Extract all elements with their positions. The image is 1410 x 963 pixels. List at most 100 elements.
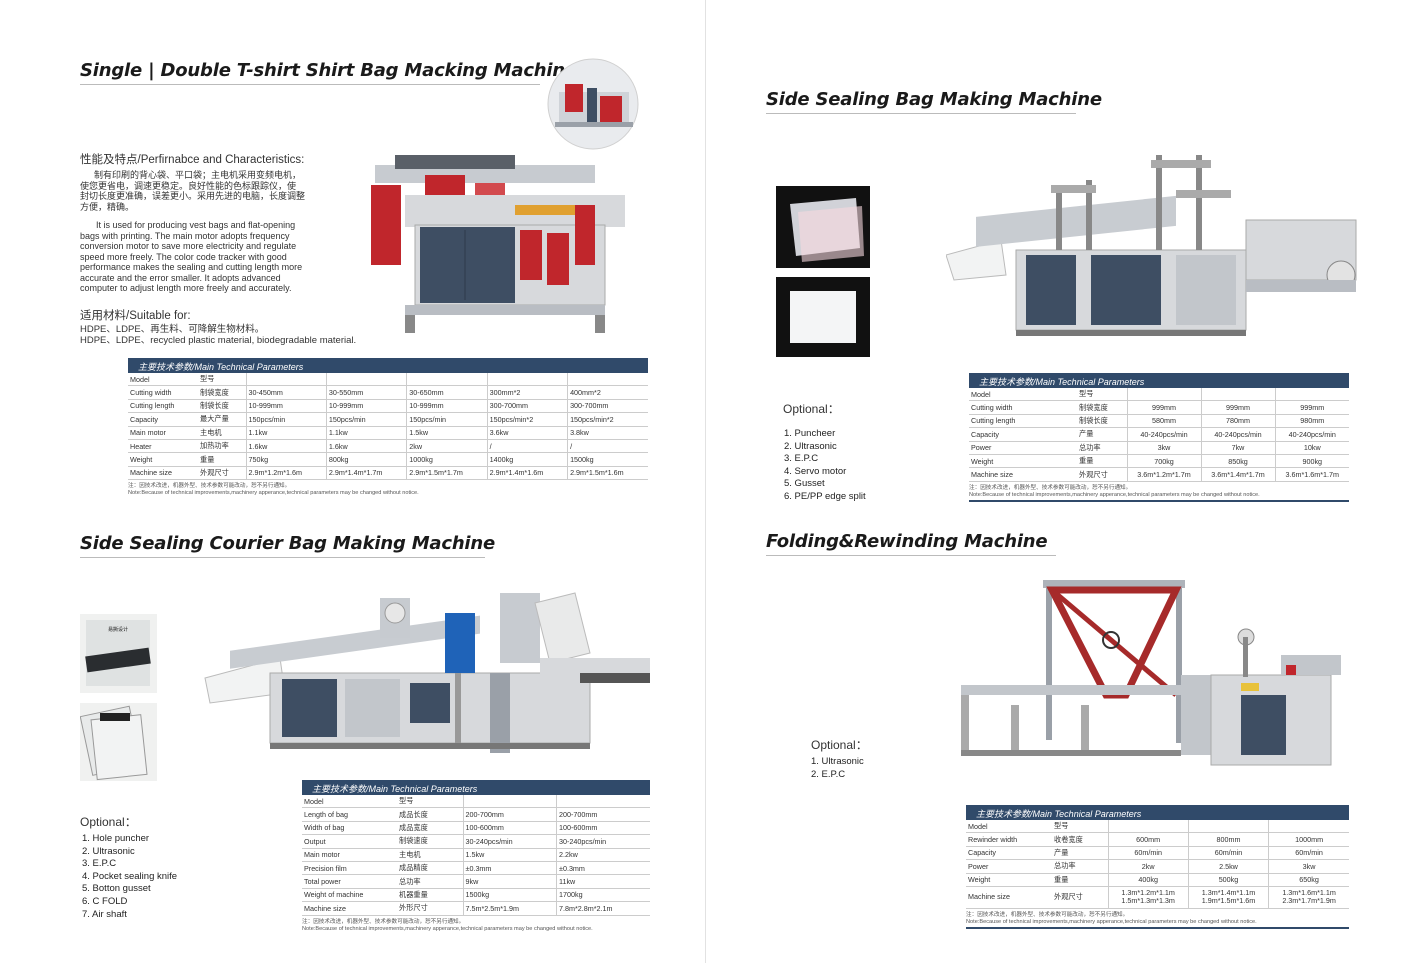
table-cell: 2kw bbox=[1107, 859, 1189, 874]
side-bag-photo-1 bbox=[776, 186, 870, 268]
table-cell: Cutting length bbox=[969, 414, 1077, 429]
table-cell: 150pcs/min bbox=[325, 412, 407, 427]
table-cell: 制袋宽度 bbox=[1077, 400, 1127, 415]
side-optional-title: Optional： bbox=[783, 402, 840, 416]
courier-optional-title: Optional： bbox=[80, 815, 137, 829]
table-cell: 3kw bbox=[1268, 859, 1349, 874]
table-cell: 40-240pcs/min bbox=[1200, 427, 1275, 442]
tshirt-note-en: Note:Because of technical improvements,m… bbox=[128, 490, 419, 497]
table-cell: 7kw bbox=[1200, 441, 1275, 455]
table-cell: Weight bbox=[969, 454, 1077, 469]
table-cell: Cutting width bbox=[128, 385, 198, 400]
table-cell: 成品宽度 bbox=[397, 821, 463, 836]
tshirt-title: Single | Double T-shirt Shirt Bag Mackin… bbox=[80, 60, 578, 81]
table-cell: Weight bbox=[966, 873, 1052, 887]
table-cell: 外观尺寸 bbox=[198, 466, 246, 481]
table-cell: Power bbox=[969, 441, 1077, 455]
table-cell bbox=[245, 373, 327, 387]
table-cell: 1.6kw bbox=[245, 439, 327, 454]
table-cell: 2.9m*1.4m*1.6m bbox=[486, 466, 568, 481]
table-cell: 150pcs/min bbox=[245, 412, 327, 427]
table-cell: 150pcs/min*2 bbox=[486, 412, 568, 427]
side-title-rule bbox=[766, 113, 1076, 114]
table-cell bbox=[1107, 820, 1189, 834]
table-cell: Power bbox=[966, 859, 1052, 874]
table-cell: Model bbox=[128, 373, 198, 387]
table-cell: 750kg bbox=[245, 452, 327, 467]
optional-item: 3. E.P.C bbox=[82, 858, 117, 870]
table-cell: 1.6kw bbox=[325, 439, 407, 454]
table-cell: 1400kg bbox=[486, 452, 568, 467]
side-machine-photo bbox=[945, 150, 1371, 350]
courier-thumb-label: 易撕设计 bbox=[108, 627, 129, 633]
table-cell: 1.1kw bbox=[325, 426, 407, 440]
table-cell: 1000mm bbox=[1268, 832, 1349, 847]
optional-item: 5. Botton gusset bbox=[82, 883, 151, 895]
en-line: computer to adjust length more freely an… bbox=[80, 283, 292, 293]
table-cell: Weight of machine bbox=[302, 888, 397, 903]
table-cell: Machine size bbox=[966, 886, 1052, 909]
table-cell: 200-700mm bbox=[556, 807, 650, 822]
table-cell: 重量 bbox=[1052, 873, 1108, 887]
table-cell: Cutting width bbox=[969, 400, 1077, 415]
folding-title-rule bbox=[766, 555, 1056, 556]
courier-machine-photo bbox=[200, 583, 660, 758]
en-line: conversion motor to save more electricit… bbox=[80, 241, 297, 251]
table-cell: 3.6kw bbox=[486, 426, 568, 440]
table-cell: 40-240pcs/min bbox=[1126, 427, 1201, 442]
table-cell: 产量 bbox=[1052, 846, 1108, 861]
table-cell: 999mm bbox=[1274, 400, 1349, 415]
table-cell: / bbox=[567, 439, 648, 454]
table-cell: 型号 bbox=[397, 795, 463, 809]
table-cell: 总功率 bbox=[1052, 859, 1108, 874]
suitable-heading: 适用材料/Suitable for: bbox=[80, 310, 191, 322]
table-cell: Machine size bbox=[128, 466, 198, 481]
optional-item: 5. Gusset bbox=[784, 478, 825, 490]
table-cell: Capacity bbox=[128, 412, 198, 427]
table-cell bbox=[1200, 388, 1275, 402]
optional-item: 1. Ultrasonic bbox=[811, 756, 864, 767]
characteristics-heading: 性能及特点/Perfirnabce and Characteristics: bbox=[80, 154, 305, 166]
table-cell: / bbox=[486, 439, 568, 454]
table-cell: 2.9m*1.5m*1.6m bbox=[567, 466, 648, 481]
courier-title: Side Sealing Courier Bag Making Machine bbox=[80, 533, 496, 554]
table-cell: 1.1kw bbox=[245, 426, 327, 440]
cn-line: 制有印刷的背心袋、平口袋；主电机采用变频电机， bbox=[94, 170, 302, 180]
optional-item: 2. Ultrasonic bbox=[82, 845, 135, 857]
table-cell: 1.5kw bbox=[406, 426, 488, 440]
table-cell: 10kw bbox=[1274, 441, 1349, 455]
table-cell: 30-450mm bbox=[245, 385, 327, 400]
table-cell bbox=[325, 373, 407, 387]
en-line: speed more freely. The color code tracke… bbox=[80, 251, 287, 262]
table-cell: 加热功率 bbox=[198, 439, 246, 454]
table-cell: Main motor bbox=[302, 848, 397, 862]
folding-note-en: Note:Because of technical improvements,m… bbox=[966, 918, 1257, 925]
table-cell bbox=[1126, 388, 1201, 402]
table-cell: 9kw bbox=[462, 874, 557, 889]
table-cell: 7.5m*2.5m*1.9m bbox=[462, 901, 557, 916]
tshirt-note-cn: 注：因技术改进，机器外型、技术参数可能改动，恕不另行通知。 bbox=[128, 483, 291, 490]
table-cell: Model bbox=[966, 820, 1052, 834]
table-cell bbox=[1187, 820, 1269, 834]
characteristics-cn-text: 制有印刷的背心袋、平口袋；主电机采用变频电机， 使您更省电，调速更稳定。良好性能… bbox=[80, 170, 305, 212]
tshirt-table-header: 主要技术参数/Main Technical Parameters bbox=[128, 358, 648, 373]
